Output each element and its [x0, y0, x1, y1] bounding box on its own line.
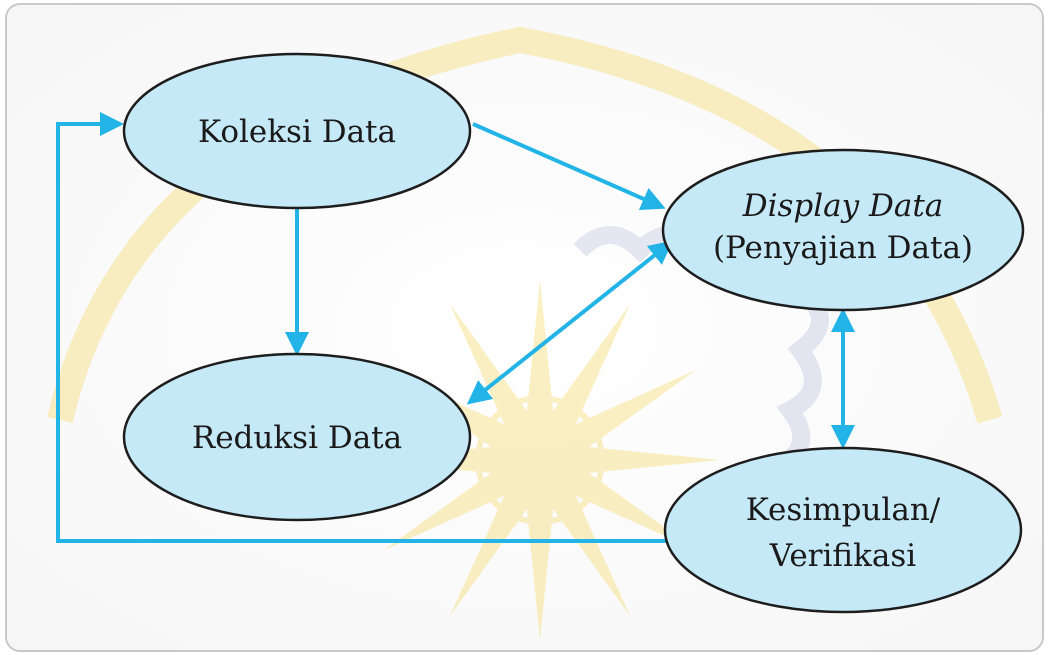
node-reduksi-label: Reduksi Data	[192, 420, 402, 456]
node-koleksi-data: Koleksi Data	[122, 52, 472, 210]
arrow-koleksi-to-display	[472, 122, 666, 210]
node-display-data: Display Data (Penyajian Data)	[661, 148, 1025, 312]
node-kesimpulan-label-line1: Kesimpulan/	[746, 492, 941, 528]
node-reduksi-ellipse	[122, 352, 472, 522]
arrow-kesimpulan-to-koleksi-feedback	[56, 112, 673, 543]
node-koleksi-ellipse	[122, 52, 472, 210]
node-display-label-line1: Display Data	[742, 188, 944, 224]
edges	[56, 112, 855, 543]
node-kesimpulan-label-line2: Verifikasi	[769, 538, 916, 574]
node-display-ellipse	[661, 148, 1025, 312]
node-kesimpulan-verifikasi: Kesimpulan/ Verifikasi	[663, 446, 1023, 614]
node-koleksi-label: Koleksi Data	[198, 114, 396, 150]
arrow-reduksi-display-bidirectional	[466, 240, 674, 405]
node-kesimpulan-ellipse	[663, 446, 1023, 614]
node-reduksi-data: Reduksi Data	[122, 352, 472, 522]
node-display-label-line2: (Penyajian Data)	[713, 230, 973, 266]
